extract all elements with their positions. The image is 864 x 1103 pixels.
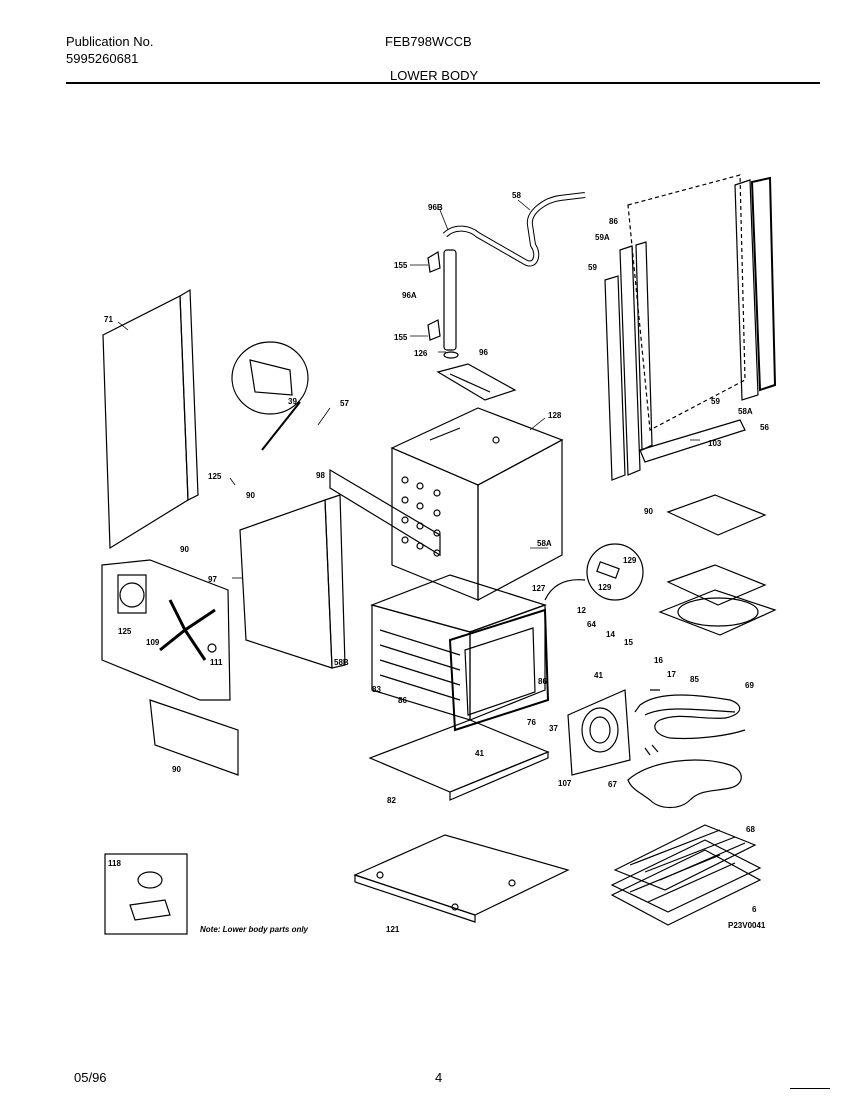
bottom-panel-121 xyxy=(353,834,570,923)
label-107: 107 xyxy=(558,779,572,788)
section-title: LOWER BODY xyxy=(390,68,479,83)
label-83: 83 xyxy=(372,685,381,694)
vent-tube-assembly xyxy=(427,192,586,359)
label-86-b: 86 xyxy=(538,677,547,686)
corner-mark xyxy=(790,1088,830,1089)
label-111: 111 xyxy=(210,658,223,667)
label-69: 69 xyxy=(745,681,754,690)
drawing-code: P23V0041 xyxy=(728,921,766,930)
label-82: 82 xyxy=(387,796,396,805)
label-118: 118 xyxy=(108,859,121,868)
bracket-90-lower xyxy=(149,699,239,776)
side-panel-assembly-right xyxy=(604,174,777,481)
side-panel-71 xyxy=(102,288,199,550)
label-12: 12 xyxy=(577,606,586,615)
label-96b: 96B xyxy=(428,203,443,212)
rear-panel-97 xyxy=(239,468,441,669)
label-98: 98 xyxy=(316,471,325,480)
broil-element-69 xyxy=(634,689,746,740)
leader-lines xyxy=(117,199,700,579)
revision-date: 05/96 xyxy=(74,1070,107,1085)
convection-fan-inset xyxy=(101,559,231,701)
label-90-bottom: 90 xyxy=(172,765,181,774)
oven-wrapper-128 xyxy=(390,407,564,602)
label-64: 64 xyxy=(587,620,596,629)
label-86-mid: 86 xyxy=(398,696,407,705)
label-15: 15 xyxy=(624,638,633,647)
part-labels: 71 96B 58 86 59A 59 155 96A 155 126 96 3… xyxy=(104,191,769,934)
vent-duct-96 xyxy=(436,363,517,401)
label-126: 126 xyxy=(414,349,428,358)
latch-inset-118 xyxy=(104,853,188,935)
label-125-fan: 125 xyxy=(118,627,132,636)
label-16: 16 xyxy=(654,656,663,665)
lower-body-note: Note: Lower body parts only xyxy=(200,925,309,934)
label-125-left: 125 xyxy=(208,472,222,481)
label-41-right: 41 xyxy=(594,671,603,680)
label-90-left: 90 xyxy=(180,545,189,554)
label-76: 76 xyxy=(527,718,536,727)
publication-number: 5995260681 xyxy=(66,51,139,66)
label-14: 14 xyxy=(606,630,615,639)
label-68: 68 xyxy=(746,825,755,834)
label-6: 6 xyxy=(752,905,757,914)
label-103: 103 xyxy=(708,439,722,448)
light-socket-inset-129 xyxy=(544,543,644,601)
page-number: 4 xyxy=(435,1070,443,1085)
label-90-right: 90 xyxy=(644,507,653,516)
label-96: 96 xyxy=(479,348,488,357)
label-59a-top: 59A xyxy=(595,233,610,242)
oven-bottom-82 xyxy=(368,719,550,801)
label-58a-mid: 58A xyxy=(537,539,552,548)
model-number: FEB798WCCB xyxy=(385,34,472,49)
label-90-a: 90 xyxy=(246,491,255,500)
label-58a-right: 58A xyxy=(738,407,753,416)
bake-element-67 xyxy=(627,744,742,809)
label-39: 39 xyxy=(288,397,297,406)
label-71: 71 xyxy=(104,315,113,324)
label-96a: 96A xyxy=(402,291,417,300)
label-129-a: 129 xyxy=(623,556,637,565)
label-86-top: 86 xyxy=(609,217,618,226)
convection-shroud-107 xyxy=(567,689,631,776)
label-85: 85 xyxy=(690,675,699,684)
label-129-b: 129 xyxy=(598,583,612,592)
label-41-bottom: 41 xyxy=(475,749,484,758)
thermostat-detail-39 xyxy=(231,341,309,451)
label-109: 109 xyxy=(146,638,160,647)
label-155-top: 155 xyxy=(394,261,408,270)
label-59-top: 59 xyxy=(588,263,597,272)
label-58: 58 xyxy=(512,191,521,200)
label-155-bottom: 155 xyxy=(394,333,408,342)
broiler-pan-assembly xyxy=(658,494,777,636)
label-17: 17 xyxy=(667,670,676,679)
label-56: 56 xyxy=(760,423,769,432)
label-37: 37 xyxy=(549,724,558,733)
front-frame-86 xyxy=(448,608,550,732)
label-59-right: 59 xyxy=(711,397,720,406)
label-67: 67 xyxy=(608,780,617,789)
label-128: 128 xyxy=(548,411,562,420)
oven-racks xyxy=(610,824,762,926)
label-97: 97 xyxy=(208,575,217,584)
label-57: 57 xyxy=(340,399,349,408)
publication-number-label: Publication No. xyxy=(66,34,154,49)
label-121: 121 xyxy=(386,925,400,934)
label-58b: 58B xyxy=(334,658,349,667)
header-rule xyxy=(66,82,820,84)
label-127: 127 xyxy=(532,584,546,593)
